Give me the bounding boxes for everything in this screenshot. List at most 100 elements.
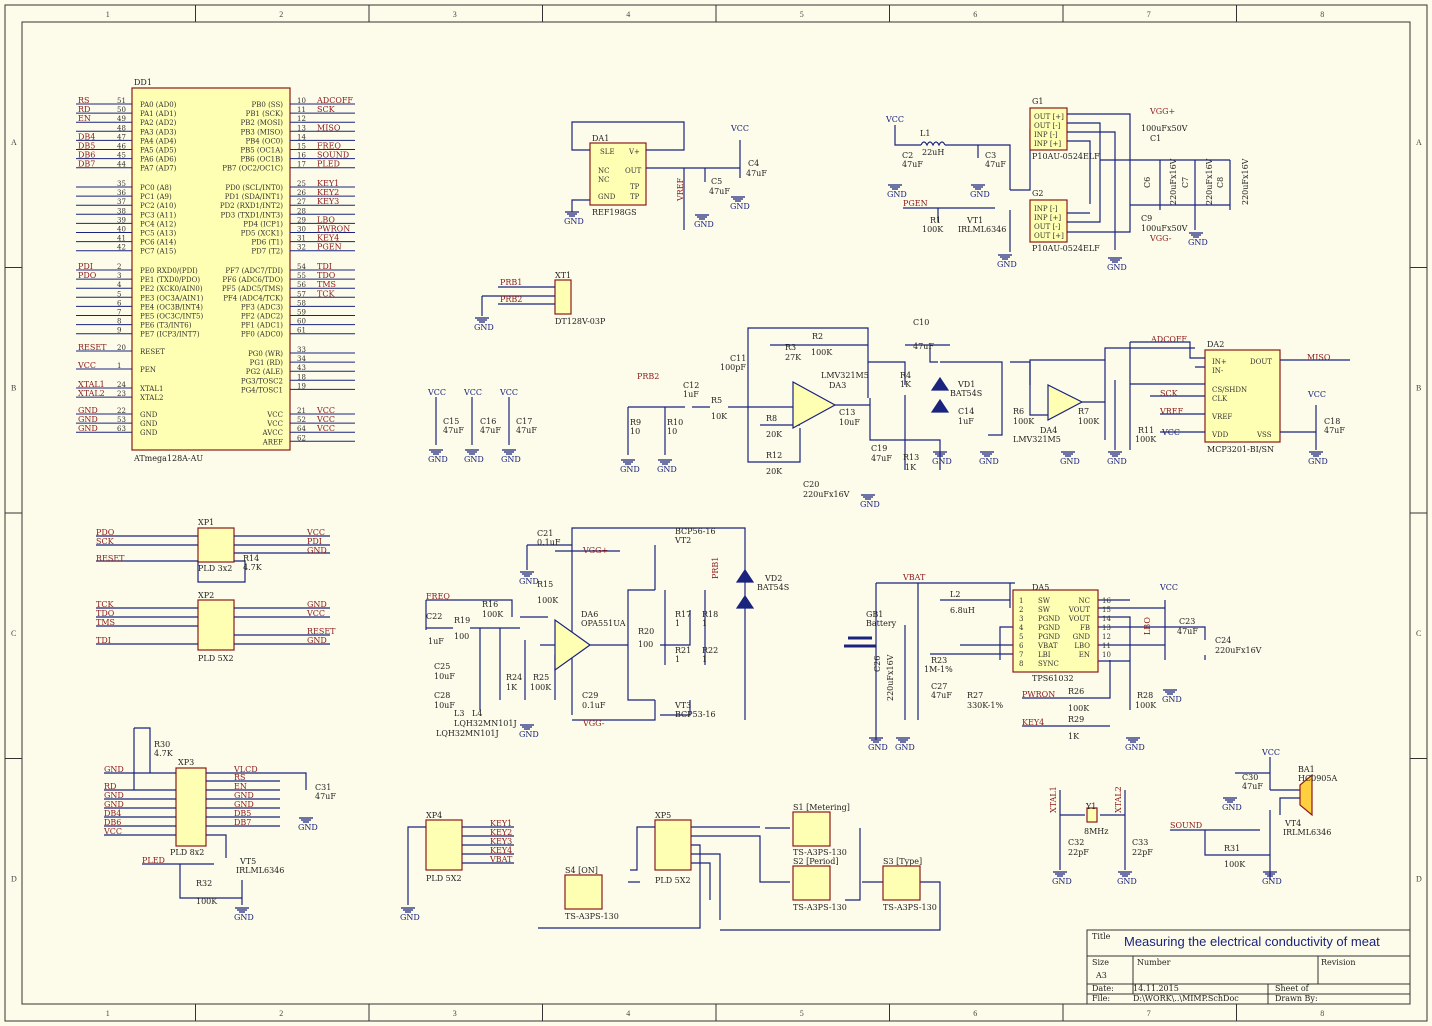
gnd-label: GND bbox=[970, 190, 990, 199]
c15-vcc: VCC bbox=[427, 388, 446, 397]
xp2-net-tdi: TDI bbox=[96, 636, 111, 645]
c17-ref: C17 bbox=[516, 417, 532, 426]
c24-ref: C24 bbox=[1215, 636, 1231, 645]
mcu-pin-num: 5 bbox=[117, 290, 121, 298]
xt1-prb1: PRB1 bbox=[500, 278, 522, 287]
da5-pin-num: 5 bbox=[1019, 633, 1023, 641]
mcu-pin-num: 38 bbox=[117, 207, 126, 215]
xt1-ref: XT1 bbox=[555, 271, 571, 280]
header-xp4[interactable]: XP4 PLD 5X2 KEY1 KEY2 KEY3 KEY4 VBAT bbox=[407, 811, 514, 905]
mcu-pin-name: PE1 (TXD0/PDO) bbox=[140, 276, 200, 284]
mcu-pin-net: VCC bbox=[316, 415, 335, 424]
mcu-pin-num: 9 bbox=[117, 327, 121, 335]
size-value: A3 bbox=[1095, 971, 1107, 980]
mcu-pin-num: 53 bbox=[117, 416, 126, 424]
gnd-label: GND bbox=[620, 465, 640, 474]
buzzer-ba1[interactable]: VCC BA1 HC0905A C30 47uF SOUND VT4 IRLML… bbox=[1170, 748, 1337, 880]
gnd-label: GND bbox=[1107, 263, 1127, 272]
mcu-pin-num: 2 bbox=[117, 263, 121, 271]
title-block: Title Measuring the electrical conductiv… bbox=[1086, 929, 1411, 1005]
gnd-symbol bbox=[869, 737, 883, 743]
g2-pin2: INP [+] bbox=[1034, 214, 1061, 222]
generator-section[interactable]: C21 0.1uF VGG+ R15 100K FREQ C22 1uF R19… bbox=[425, 527, 789, 738]
gen-prb1-net: PRB1 bbox=[711, 557, 720, 579]
mcu-pin-num: 19 bbox=[297, 382, 306, 390]
da2-pin-clk: CLK bbox=[1212, 395, 1228, 403]
r5-val: 10K bbox=[711, 412, 728, 421]
da1-pin-nc2: NC bbox=[598, 176, 609, 184]
mcu-pin-net: GND bbox=[78, 406, 98, 415]
xp4-part: PLD 5X2 bbox=[426, 874, 462, 883]
gnd-label: GND bbox=[694, 220, 714, 229]
gnd-label: GND bbox=[474, 323, 494, 332]
gnd-symbol bbox=[1053, 871, 1067, 877]
mcu-pin-num: 3 bbox=[117, 272, 121, 280]
header-xp5[interactable]: XP5 PLD 5X2 S1 [Metering] TS-A3PS-130 S2… bbox=[538, 803, 941, 931]
header-xp1[interactable]: XP1 PLD 3x2 PDO SCK RESET VCC PDI GND R1… bbox=[96, 518, 330, 583]
gnd-symbol bbox=[1126, 737, 1140, 743]
ref-ic-da1[interactable]: DA1 REF198GS SLE V+ NC OUT NC TP GND TP … bbox=[571, 121, 767, 230]
header-xp2[interactable]: XP2 PLD 5X2 TCK TDO TMS TDI GND VCC RESE… bbox=[96, 591, 336, 663]
vd1-val: BAT54S bbox=[950, 389, 982, 398]
mcu-pin-name: PB7 (OC2/OC1C) bbox=[222, 165, 283, 173]
da3-part: LMV321M5 bbox=[821, 371, 869, 380]
xp1-net-vcc: VCC bbox=[306, 528, 325, 537]
r28-val: 100K bbox=[1135, 701, 1157, 710]
xp3-net-db7: DB7 bbox=[234, 818, 251, 827]
zone-row-right: C bbox=[1416, 629, 1421, 638]
file-label: File: bbox=[1092, 994, 1110, 1003]
c25-ref: C25 bbox=[434, 662, 450, 671]
drawn-label: Drawn By: bbox=[1275, 994, 1318, 1003]
c7-ref: C7 bbox=[1181, 177, 1190, 188]
vt5-val: IRLML6346 bbox=[236, 866, 284, 875]
gnd-label: GND bbox=[657, 465, 677, 474]
mcu-pin-name: VCC bbox=[266, 411, 283, 419]
mcu-pin-num: 45 bbox=[117, 152, 126, 160]
mcu-pin-num: 55 bbox=[297, 272, 306, 280]
mcu-pin-name: PB0 (SS) bbox=[252, 101, 284, 109]
zone-row-left: D bbox=[11, 874, 17, 883]
mcu-pin-name: PC3 (A11) bbox=[140, 211, 176, 219]
boost-vcc: VCC bbox=[1159, 583, 1178, 592]
da1-ref: DA1 bbox=[592, 134, 609, 143]
zone-col-bottom: 6 bbox=[973, 1009, 977, 1018]
gnd-symbol bbox=[861, 494, 875, 500]
xp2-net-tck: TCK bbox=[96, 600, 114, 609]
boost-converter-da5[interactable]: VBAT DA5 TPS61032 SW1SW2PGND3PGND4PGND5V… bbox=[844, 573, 1262, 741]
da2-pin-vdd: VDD bbox=[1211, 431, 1229, 439]
vd1-ref: VD1 bbox=[957, 380, 975, 389]
mcu-pin-num: 29 bbox=[297, 216, 306, 224]
r11-val: 100K bbox=[1135, 435, 1157, 444]
da5-pin-name: EN bbox=[1079, 651, 1090, 659]
amp-prb2-net: PRB2 bbox=[637, 372, 659, 381]
connector-xt1[interactable]: XT1 DT128V-03P PRB1 PRB2 bbox=[481, 271, 606, 326]
r18-ref: R18 bbox=[702, 610, 718, 619]
gnd-symbol bbox=[980, 451, 994, 457]
xp4-net-key3: KEY3 bbox=[490, 837, 512, 846]
xp3-net-db6: DB6 bbox=[104, 818, 121, 827]
mcu-pin-name: PE3 (OC3A/AIN1) bbox=[140, 294, 204, 302]
xp1-net-gnd: GND bbox=[307, 546, 327, 555]
c10-val: 47uF bbox=[913, 342, 934, 351]
gnd-symbol bbox=[565, 211, 579, 217]
mcu-pin-name: PA7 (AD7) bbox=[140, 165, 177, 173]
xp3-ref: XP3 bbox=[178, 758, 194, 767]
mcu-pin-net: KEY3 bbox=[317, 197, 339, 206]
power-section[interactable]: VCC L1 22uH C2 47uF C3 47uF PGEN R1 100K… bbox=[885, 97, 1250, 253]
adc-da2[interactable]: DA2 MCP3201-BI/SN IN+ IN- CS/SHDN CLK VR… bbox=[1114, 335, 1350, 454]
mcu-pin-name: VCC bbox=[266, 420, 283, 428]
r24-val: 1K bbox=[506, 683, 518, 692]
amplifier-chain[interactable]: PRB2 R9 10 R10 10 C12 1uF R5 10K C11 100… bbox=[627, 318, 1195, 499]
mcu-pin-net: SCK bbox=[317, 105, 336, 114]
mcu-pin-num: 63 bbox=[117, 425, 126, 433]
header-xp3[interactable]: XP3 PLD 8x2 R30 4.7K GND RD GND GND DB4 … bbox=[103, 727, 336, 906]
da2-adcoff-net: ADCOFF bbox=[1150, 335, 1187, 344]
crystal-y1[interactable]: Y1 8MHz XTAL1 XTAL2 C32 22pF C33 22pF bbox=[1049, 786, 1153, 870]
gnd-label: GND bbox=[1308, 457, 1328, 466]
da1-pin-sle: SLE bbox=[600, 148, 615, 156]
xp3-net-vcc: VCC bbox=[103, 827, 122, 836]
mcu-pin-num: 60 bbox=[297, 318, 306, 326]
r9-ref: R9 bbox=[630, 418, 641, 427]
mcu-pin-name: AREF bbox=[262, 438, 283, 446]
